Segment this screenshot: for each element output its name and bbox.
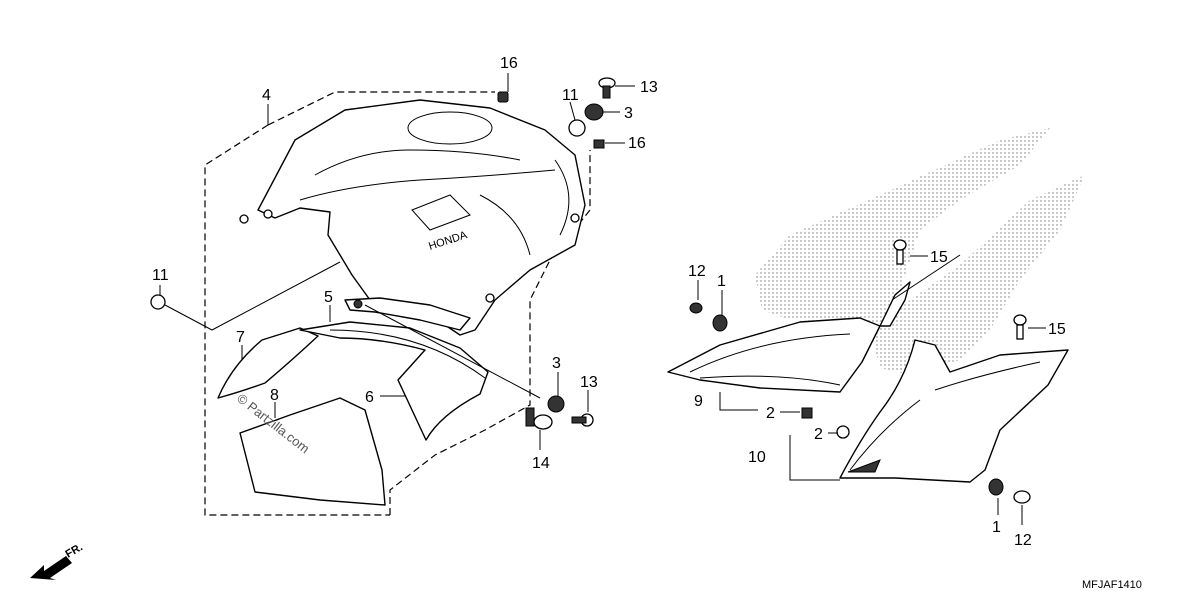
callout-4: 4 <box>262 87 271 104</box>
tank-cover[interactable]: HONDA <box>239 99 586 336</box>
callout-2-b: 2 <box>814 426 823 443</box>
callout-6: 6 <box>365 389 374 406</box>
frame-shading <box>755 128 1085 375</box>
leader-lines <box>159 73 1046 525</box>
callout-16-right: 16 <box>628 135 646 152</box>
callout-3-top: 3 <box>624 105 633 122</box>
hardware-cowl <box>689 239 1031 504</box>
callouts: 4 16 11 13 3 16 11 5 7 8 6 3 13 14 12 1 … <box>152 55 1066 549</box>
callout-1-top: 1 <box>717 273 726 290</box>
callout-8: 8 <box>270 387 279 404</box>
inner-panel[interactable] <box>299 321 489 441</box>
side-trim-left[interactable] <box>217 327 319 399</box>
diagram-code: MFJAF1410 <box>1082 579 1142 591</box>
callout-7: 7 <box>236 329 245 346</box>
callout-10: 10 <box>748 449 766 466</box>
callout-15-top: 15 <box>930 249 948 266</box>
callout-11-top: 11 <box>562 87 579 104</box>
callout-12-bottom: 12 <box>1014 532 1032 549</box>
callout-11-left: 11 <box>152 267 169 284</box>
callout-5: 5 <box>324 289 333 306</box>
assembly-frame <box>204 91 591 516</box>
callout-14: 14 <box>532 455 550 472</box>
callout-1-bottom: 1 <box>992 519 1001 536</box>
callout-16-top: 16 <box>500 55 518 72</box>
callout-15-right: 15 <box>1048 321 1066 338</box>
callout-13-top: 13 <box>640 79 658 96</box>
callout-3-bottom: 3 <box>552 355 561 372</box>
side-cowl-lower[interactable] <box>839 339 1069 483</box>
callout-12-top: 12 <box>688 263 706 280</box>
mount-bracket[interactable] <box>344 297 471 331</box>
front-arrow-label: FR. <box>64 541 85 560</box>
callout-2-a: 2 <box>766 405 775 422</box>
lower-panel[interactable] <box>239 397 386 506</box>
callout-13-bottom: 13 <box>580 374 598 391</box>
callout-9: 9 <box>694 393 703 410</box>
front-arrow-icon: FR. <box>30 541 85 580</box>
hardware-tank <box>150 77 616 430</box>
